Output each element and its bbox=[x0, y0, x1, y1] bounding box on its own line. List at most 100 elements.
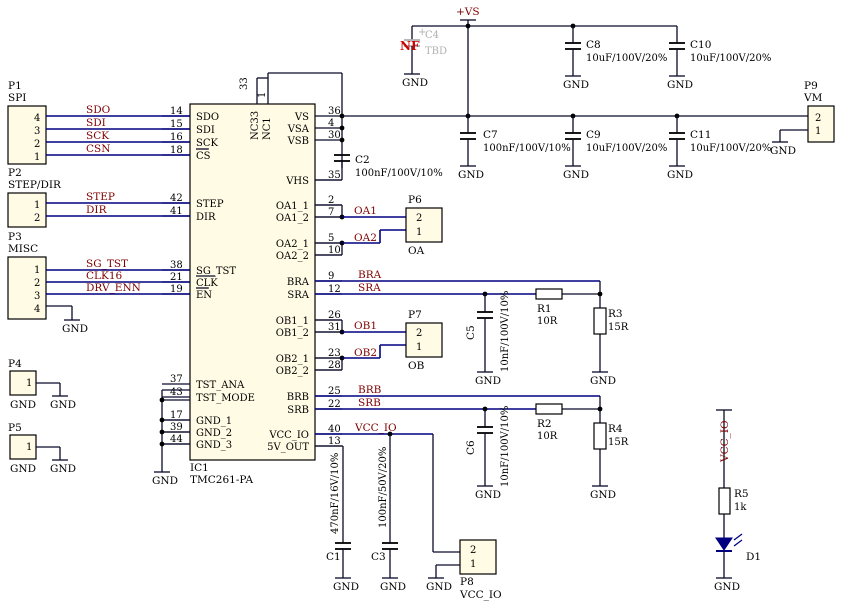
ic-pin-name-oa2_2: OA2_2 bbox=[276, 251, 309, 262]
p3-pin-1: 1 bbox=[34, 265, 40, 276]
ic-pin-num-40: 40 bbox=[328, 424, 341, 435]
net-sdo: SDO bbox=[86, 104, 111, 116]
connector-p6[interactable]: P6 2 1 OA bbox=[405, 194, 443, 257]
resistor-r4[interactable]: R4 15R bbox=[593, 422, 629, 450]
ic-pin-num-41: 41 bbox=[170, 206, 183, 217]
c3-ref: C3 bbox=[371, 551, 386, 563]
p2-name: STEP/DIR bbox=[8, 179, 62, 191]
ic-pin-num-25: 25 bbox=[328, 386, 341, 397]
capacitor-c9[interactable]: C9 10uF/100V/20% GND bbox=[563, 116, 667, 181]
c5-gnd: GND bbox=[475, 375, 501, 387]
ic-pin-name-gnd_3: GND_3 bbox=[196, 440, 232, 451]
connector-p8[interactable]: 2 1 GND P8 VCC_IO bbox=[426, 539, 502, 601]
ic-pin-num-30: 30 bbox=[328, 130, 341, 141]
c4-nf-flag: NF bbox=[400, 39, 420, 53]
ic1-ref: IC1 bbox=[190, 462, 209, 474]
c5-ref: C5 bbox=[465, 325, 477, 340]
connector-p7[interactable]: P7 2 1 OB bbox=[405, 309, 443, 372]
c2-ref: C2 bbox=[355, 154, 370, 166]
vs-wiring: C2 100nF/100V/10% +VS bbox=[267, 6, 808, 181]
c4-ref: C4 bbox=[425, 30, 439, 41]
p5-gnd: GND bbox=[10, 463, 36, 475]
p6-pin-2: 2 bbox=[416, 213, 422, 224]
ic-pin-name-en: EN bbox=[196, 290, 212, 301]
c9-ref: C9 bbox=[586, 129, 601, 141]
ic-pin-num-28: 28 bbox=[328, 360, 341, 371]
net-ob2: OB2 bbox=[354, 347, 377, 359]
connector-p3[interactable]: P3 MISC 1 2 3 4 bbox=[7, 231, 47, 320]
ic1[interactable]: IC1 TMC261-PA 14SDO15SDI16SCK18CS42STEP4… bbox=[162, 77, 342, 486]
net-sck: SCK bbox=[86, 130, 109, 142]
p4-ref: P4 bbox=[8, 358, 22, 370]
c9-value: 10uF/100V/20% bbox=[586, 143, 667, 154]
capacitor-c3[interactable]: C3 100nF/50V/20% bbox=[371, 447, 389, 563]
p8-name: VCC_IO bbox=[459, 589, 502, 601]
connector-p2[interactable]: P2 STEP/DIR 1 2 bbox=[7, 167, 62, 228]
connector-p1[interactable]: P1 SPI 4 3 2 1 bbox=[7, 80, 47, 165]
p9-pin-1: 1 bbox=[815, 126, 821, 137]
capacitor-c7[interactable]: C7 100nF/100V/10% GND bbox=[458, 116, 571, 181]
ic-pin-num-18: 18 bbox=[170, 145, 183, 156]
c5-value: 10nF/100V/10% bbox=[500, 291, 511, 372]
connector-p9[interactable]: P9 VM 2 1 GND bbox=[770, 80, 835, 157]
capacitor-c5[interactable]: C5 10nF/100V/10% bbox=[465, 291, 511, 372]
ic-pin-num-9: 9 bbox=[328, 271, 334, 282]
ic-pin-name-vcc_io: VCC_IO bbox=[268, 430, 309, 441]
c1-gnd: GND bbox=[333, 581, 359, 593]
capacitor-c10[interactable]: C10 10uF/100V/20% GND bbox=[667, 26, 771, 91]
led-vcc-io: VCC_IO bbox=[719, 420, 731, 463]
ob-wiring: OB1 OB2 bbox=[315, 319, 406, 371]
c11-gnd: GND bbox=[667, 169, 693, 181]
ic-pin-name-gnd_1: GND_1 bbox=[196, 416, 232, 427]
ic-pin-num-42: 42 bbox=[170, 193, 183, 204]
p8-gnd: GND bbox=[426, 581, 452, 593]
pin-name-nc33: NC33 bbox=[250, 111, 261, 140]
c9-gnd: GND bbox=[563, 169, 589, 181]
r4-ref: R4 bbox=[608, 423, 623, 435]
ic-pin-num-37: 37 bbox=[170, 374, 183, 385]
ic-pin-name-tst_ana: TST_ANA bbox=[196, 380, 245, 391]
ic-pin-name-tst_mode: TST_MODE bbox=[196, 393, 255, 404]
ic-pin-num-19: 19 bbox=[170, 284, 183, 295]
gnd-label: GND bbox=[62, 323, 88, 335]
c10-gnd: GND bbox=[667, 79, 693, 91]
led-icon bbox=[715, 537, 733, 551]
oa-wiring: OA1 OA2 bbox=[315, 204, 406, 256]
ic-pin-num-23: 23 bbox=[328, 348, 341, 359]
ic-pin-name-dir: DIR bbox=[196, 212, 216, 223]
ic-pin-name-ob2_1: OB2_1 bbox=[276, 354, 309, 365]
stepdir-wires: STEP DIR bbox=[46, 191, 190, 217]
connector-p5[interactable]: P5 1 GND GND bbox=[8, 422, 76, 475]
capacitor-c8[interactable]: C8 10uF/100V/20% GND bbox=[563, 26, 667, 91]
spi-wires: SDO SDI SCK CSN bbox=[46, 104, 190, 156]
r2-value: 10R bbox=[537, 431, 558, 442]
ic-pin-name-sg_tst: SG_TST bbox=[196, 266, 236, 277]
led-indicator[interactable]: VCC_IO R5 1k D1 GND bbox=[714, 409, 761, 593]
capacitor-c6[interactable]: C6 10nF/100V/10% bbox=[465, 406, 511, 487]
capacitor-c4[interactable]: NF + C4 TBD GND bbox=[400, 26, 447, 89]
p8-pin-2: 2 bbox=[470, 545, 476, 556]
ic1-body bbox=[189, 103, 316, 461]
ic-pin-num-43: 43 bbox=[170, 387, 183, 398]
capacitor-c11[interactable]: C11 10uF/100V/20% GND bbox=[667, 116, 771, 181]
p1-pin-2: 2 bbox=[34, 139, 40, 150]
resistor-r3[interactable]: R3 15R bbox=[593, 307, 629, 335]
c11-ref: C11 bbox=[690, 129, 711, 141]
p4-gnd: GND bbox=[10, 399, 36, 411]
c2-value: 100nF/100V/10% bbox=[355, 168, 443, 179]
r4-value: 15R bbox=[608, 437, 629, 448]
net-clk16: CLK16 bbox=[86, 270, 123, 282]
capacitor-c1[interactable]: C1 470nF/16V/10% bbox=[326, 453, 341, 563]
d1-ref: D1 bbox=[746, 551, 761, 563]
c7-ref: C7 bbox=[483, 129, 498, 141]
resistor-r2[interactable]: R2 10R bbox=[535, 403, 563, 442]
ic-pin-name-ob1_1: OB1_1 bbox=[276, 316, 309, 327]
connector-p4[interactable]: P4 1 GND GND bbox=[8, 358, 76, 411]
ic1-right-pins: 36VS4VSA30VSB35VHS2OA1_17OA1_25OA2_110OA… bbox=[267, 106, 342, 453]
p9-name: VM bbox=[803, 92, 823, 104]
resistor-r1[interactable]: R1 10R bbox=[535, 288, 563, 327]
ic-pin-num-2: 2 bbox=[328, 195, 334, 206]
ic-pin-num-15: 15 bbox=[170, 119, 183, 130]
ic-pin-name-oa1_1: OA1_1 bbox=[276, 201, 309, 212]
ic-pin-name-sdi: SDI bbox=[196, 125, 215, 136]
